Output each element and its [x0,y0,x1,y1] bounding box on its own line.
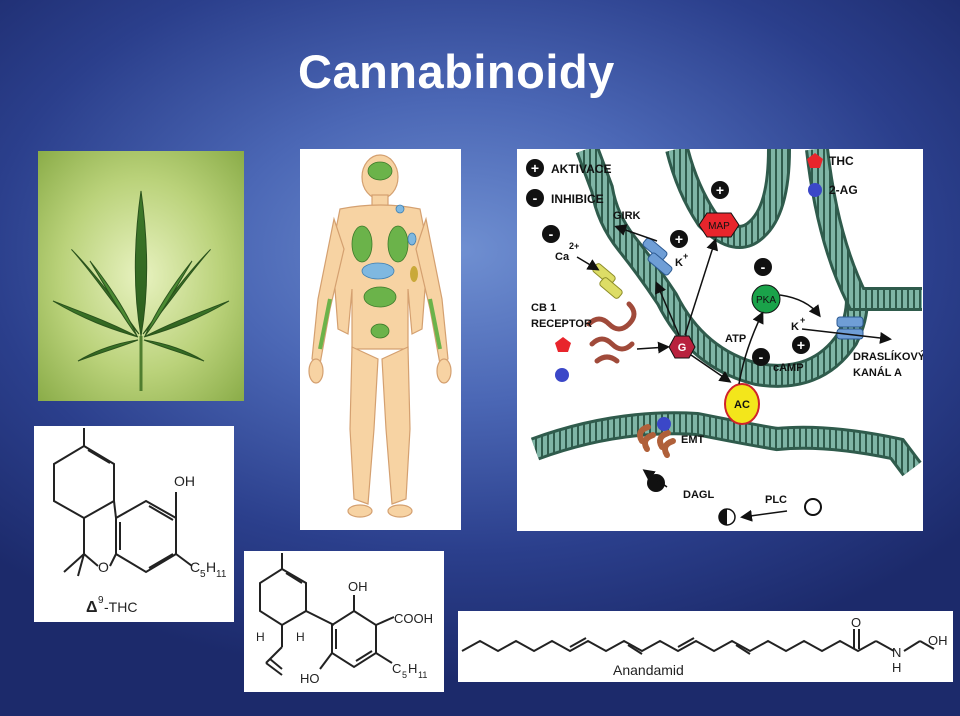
svg-text:H: H [408,661,417,676]
open-circle-icon [804,498,822,516]
girk-label: GIRK [613,210,641,222]
map-node [698,212,740,238]
g-label: G [678,342,687,354]
thc-structure: OH O C 5 H 11 Δ 9 -THC [34,426,234,622]
map-activation-icon [711,181,729,199]
channel-activation-icon [792,336,810,354]
channel-label-line2: KANÁL A [853,366,902,379]
thc-oh-label: OH [174,473,195,489]
inhibition-symbol-icon [526,189,544,207]
emt-ag-icon [657,417,671,431]
human-body-image [300,149,461,530]
plc-label: PLC [765,494,787,506]
svg-text:C: C [392,661,401,676]
cb1-label-line1: CB 1 [531,302,556,314]
thc-caption-delta: Δ [86,599,98,616]
cannabis-leaf-image [38,151,244,401]
cb1-label-line2: RECEPTOR [531,318,592,330]
anandamide-o-label: O [851,615,861,630]
pka-label: PKA [756,295,776,306]
synapse-mechanism-diagram: + AKTIVACE - INHIBICE THC 2-AG GIRK - Ca… [517,149,923,531]
ca-charge-label: 2+ [569,241,579,251]
svg-text:-: - [549,226,554,242]
emt-label: EMT [681,434,705,446]
anandamide-oh-label: OH [928,633,948,648]
ag-circle-icon [808,183,822,197]
channel-label-line1: DRASLÍKOVÝ [853,350,923,363]
pka-node [751,284,781,314]
ca-inhibition-icon [542,225,560,243]
anandamide-structure-svg: O N H OH Anandamid [461,615,948,678]
svg-text:-: - [761,259,766,275]
activation-symbol: + [531,160,539,176]
thc-o-label: O [98,559,109,575]
svg-text:H: H [296,630,305,644]
svg-text:H: H [256,630,265,644]
anandamide-n-label: N [892,645,901,660]
svg-text:+: + [800,315,805,325]
ac-label: AC [734,399,750,411]
camp-label: cAMP [773,362,804,374]
synapse-diagram-svg: + AKTIVACE - INHIBICE THC 2-AG GIRK - Ca… [526,149,923,526]
cannabis-leaf-icon [52,190,230,391]
legend-activation-label: AKTIVACE [551,162,611,176]
cbd-cooh-label: COOH [394,611,433,626]
cbd-ho-label: HO [300,671,320,686]
svg-text:11: 11 [418,670,427,680]
svg-text:C: C [190,559,200,575]
svg-text:+: + [675,231,683,247]
anandamide-structure: O N H OH Anandamid [458,611,953,682]
svg-text:-: - [759,349,764,365]
map-label: MAP [708,221,730,232]
svg-text:+: + [797,337,805,353]
pka-inhibition-icon [754,258,772,276]
thc-structure-svg: OH O C 5 H 11 Δ 9 -THC [53,428,227,616]
receptor-ag-icon [555,368,569,382]
cannabinoid-acid-structure: OH COOH H H HO C 5 H 11 [244,551,444,692]
svg-text:11: 11 [216,569,227,580]
cbd-structure-svg: OH COOH H H HO C 5 H 11 [256,553,433,686]
anandamide-caption: Anandamid [613,662,684,678]
ca-label: Ca [555,251,570,263]
thc-pentagon-icon [807,153,823,168]
human-body-icon [308,154,452,518]
ac-node [724,383,760,425]
activation-symbol-icon [526,159,544,177]
dagl-label: DAGL [683,489,714,501]
inhibition-symbol: - [533,190,538,206]
svg-text:5: 5 [402,670,407,680]
svg-text:+: + [716,182,724,198]
camp-inhibition-icon [752,348,770,366]
thc-caption: -THC [104,599,137,615]
atp-label: ATP [725,333,746,345]
legend-thc-label: THC [829,154,854,168]
svg-text:9: 9 [98,595,104,606]
svg-text:H: H [206,559,216,575]
svg-text:5: 5 [200,569,206,580]
k-label-right: K [791,321,799,333]
cbd-oh-label: OH [348,579,368,594]
receptor-thc-icon [555,337,571,352]
k-activation-icon [670,230,688,248]
k-label-left: K [675,257,683,269]
legend-2ag-label: 2-AG [829,183,858,197]
legend-inhibition-label: INHIBICE [551,192,604,206]
svg-text:+: + [683,251,688,261]
slide-title: Cannabinoidy [298,45,615,98]
anandamide-h-label: H [892,660,901,675]
